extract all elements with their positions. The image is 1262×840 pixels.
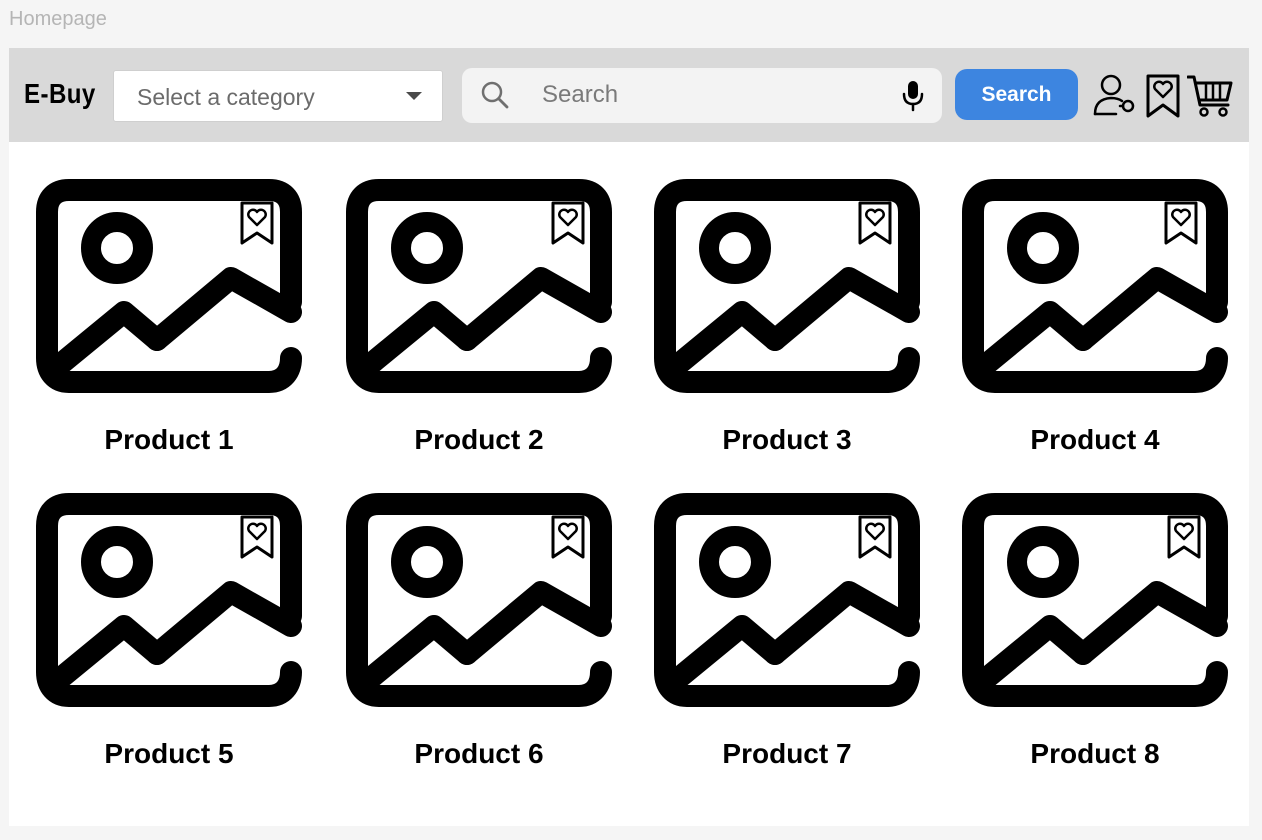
bookmark-icon[interactable] [857,200,893,246]
logo[interactable]: E-Buy [24,78,96,109]
product-card[interactable]: Product 3 [647,172,927,472]
image-placeholder-icon [36,179,302,393]
image-placeholder-icon [346,493,612,707]
image-placeholder-icon [654,179,920,393]
microphone-icon[interactable] [900,80,926,112]
category-select-label: Select a category [137,84,315,110]
product-card[interactable]: Product 8 [955,486,1235,786]
product-card[interactable]: Product 4 [955,172,1235,472]
image-placeholder-icon [36,493,302,707]
wishlist-icon[interactable] [1140,72,1186,118]
product-card[interactable]: Product 7 [647,486,927,786]
search-icon [481,81,509,109]
product-name: Product 4 [1030,424,1160,455]
image-placeholder-icon [346,179,612,393]
product-name: Product 1 [104,424,234,455]
product-card[interactable]: Product 1 [29,172,309,472]
product-name: Product 2 [414,424,544,455]
bookmark-icon[interactable] [239,200,275,246]
search-input[interactable] [542,76,882,114]
product-card[interactable]: Product 6 [339,486,619,786]
product-name: Product 6 [414,738,544,769]
bookmark-icon[interactable] [550,200,586,246]
page-label: Homepage [9,8,107,30]
product-card[interactable]: Product 2 [339,172,619,472]
search-button[interactable]: Search [955,69,1078,120]
product-name: Product 3 [722,424,852,455]
search-box [462,68,942,123]
bookmark-icon[interactable] [857,514,893,560]
cart-icon[interactable] [1187,72,1233,118]
product-name: Product 5 [104,738,234,769]
account-icon[interactable] [1092,72,1138,118]
category-select[interactable]: Select a category [113,70,443,122]
image-placeholder-icon [654,493,920,707]
product-name: Product 8 [1030,738,1160,769]
product-card[interactable]: Product 5 [29,486,309,786]
product-name: Product 7 [722,738,852,769]
bookmark-icon[interactable] [239,514,275,560]
image-placeholder-icon [962,493,1228,707]
image-placeholder-icon [962,179,1228,393]
bookmark-icon[interactable] [1166,514,1202,560]
chevron-down-icon [406,92,422,100]
bookmark-icon[interactable] [1163,200,1199,246]
header-bar: E-Buy Select a category Search [9,48,1249,142]
app-frame: E-Buy Select a category Search [9,48,1249,826]
bookmark-icon[interactable] [550,514,586,560]
